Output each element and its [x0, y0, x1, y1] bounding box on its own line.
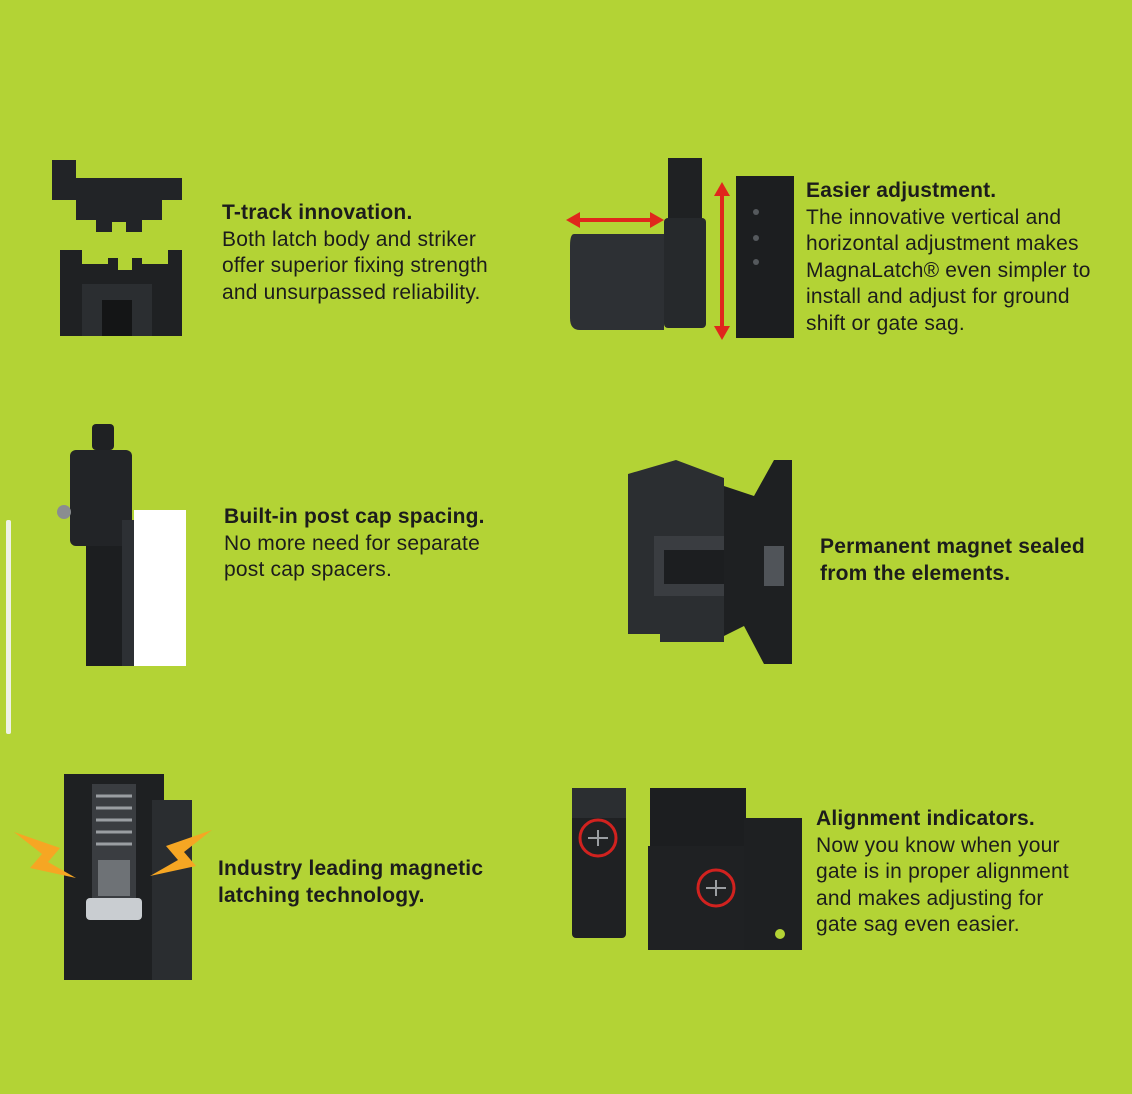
feature-title: Alignment indicators. [816, 807, 1035, 830]
post-cap-icon [56, 420, 190, 668]
feature-body: Now you know when your gate is in proper… [816, 833, 1069, 937]
t-track-profile-icon [52, 160, 186, 336]
feature-body: No more need for separate post cap space… [224, 531, 480, 582]
left-edge-line [6, 520, 11, 734]
feature-title: Easier adjustment. [806, 179, 997, 202]
feature-title: T-track innovation. [222, 201, 413, 224]
feature-body: Both latch body and striker offer superi… [222, 227, 488, 304]
adjustment-arrows-icon [560, 158, 796, 342]
sealed-magnet-icon [624, 456, 792, 664]
feature-title: Industry leading magnetic latching techn… [218, 857, 484, 907]
feature-title: Permanent magnet sealed from the element… [820, 535, 1085, 585]
feature-body: The innovative vertical and horizontal a… [806, 205, 1091, 335]
alignment-indicator-icon [566, 784, 802, 956]
magnetic-latch-cutaway-icon [8, 774, 222, 980]
feature-title: Built-in post cap spacing. [224, 505, 485, 528]
